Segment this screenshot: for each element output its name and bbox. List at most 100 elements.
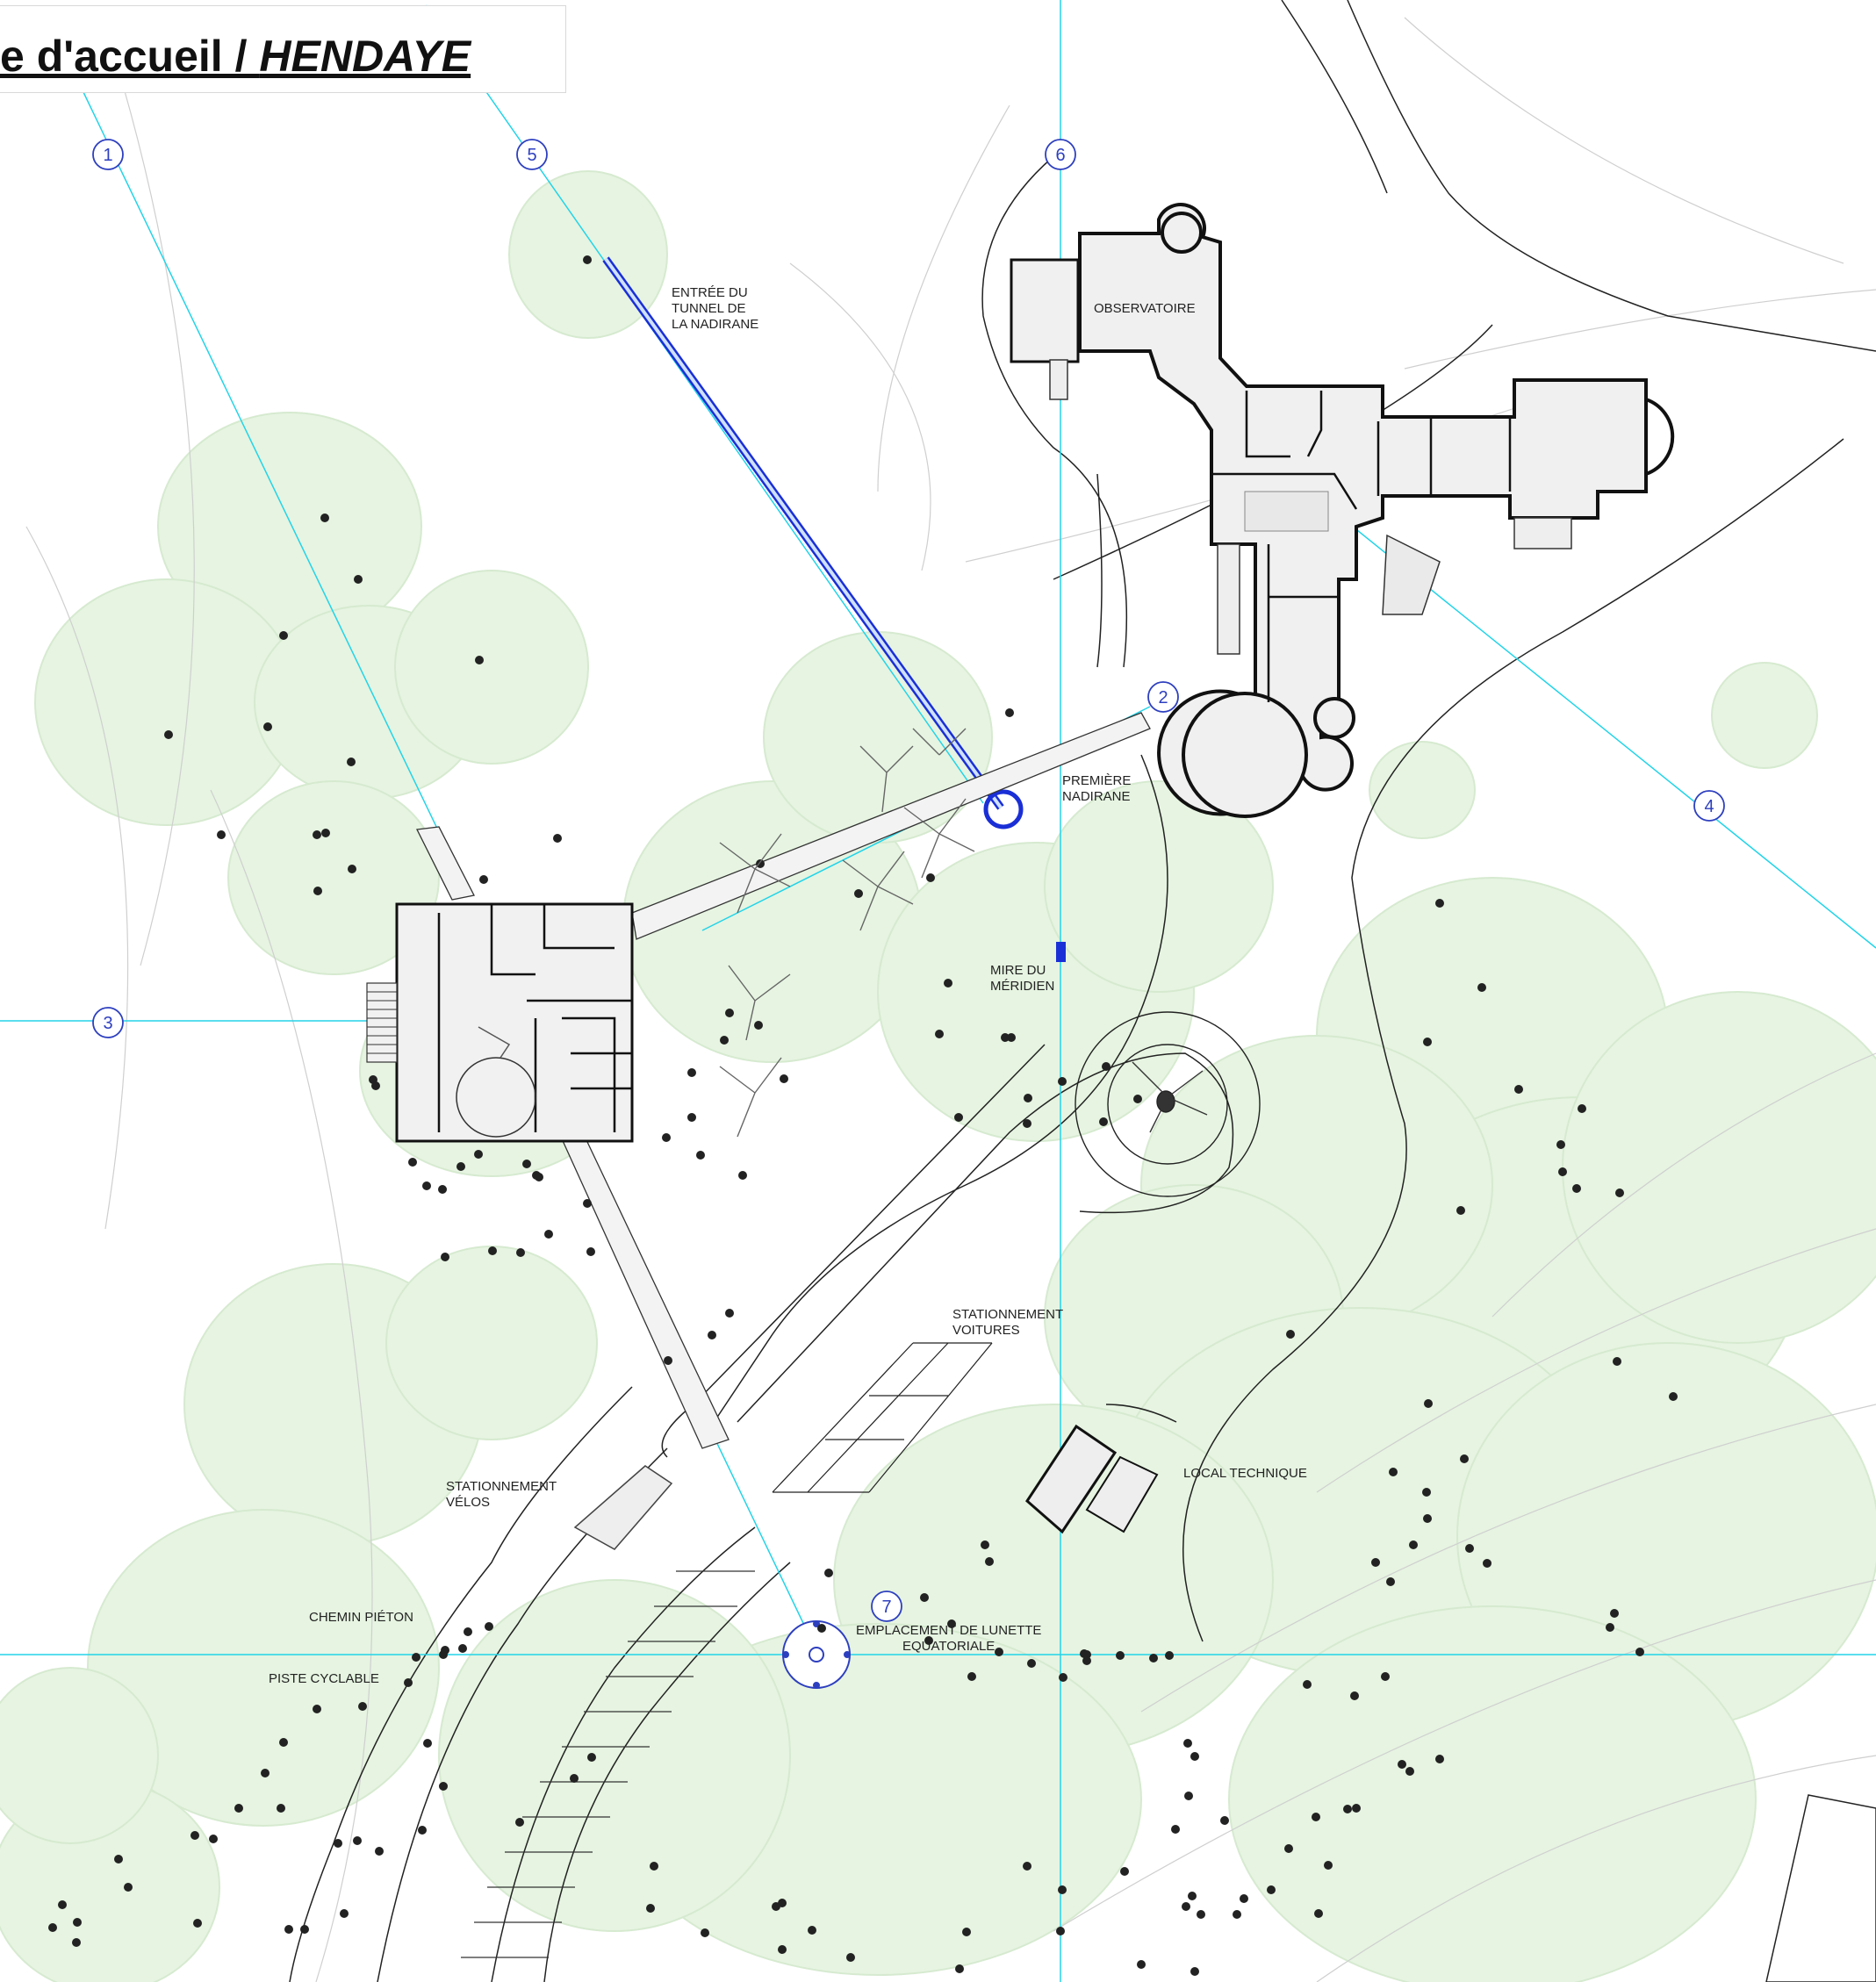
tree-trunk bbox=[1197, 1910, 1205, 1919]
bike-parking bbox=[573, 1465, 673, 1550]
axis-marker-circle bbox=[1147, 681, 1179, 713]
tree-trunk bbox=[263, 722, 272, 731]
tree-trunk bbox=[464, 1627, 472, 1636]
tree-trunk bbox=[1082, 1656, 1091, 1665]
tree-trunk bbox=[72, 1938, 81, 1947]
tree-trunk bbox=[1409, 1540, 1418, 1549]
tree-trunk bbox=[284, 1925, 293, 1934]
tree-trunk bbox=[412, 1653, 420, 1662]
tree-trunk bbox=[662, 1133, 671, 1142]
tree-trunk bbox=[1606, 1623, 1614, 1632]
axis-marker-4: 4 bbox=[1693, 790, 1725, 822]
tree-trunk bbox=[701, 1928, 709, 1937]
tree-trunk bbox=[1056, 1927, 1065, 1935]
label-mire-2: MÉRIDIEN bbox=[990, 979, 1054, 994]
tree-trunk bbox=[475, 656, 484, 664]
tree-trunk bbox=[1386, 1577, 1395, 1586]
axis-marker-label: 7 bbox=[881, 1598, 891, 1617]
labels: ENTRÉE DU TUNNEL DE LA NADIRANE OBSERVAT… bbox=[269, 285, 1307, 1686]
tree-trunk bbox=[981, 1540, 989, 1549]
tree-trunk bbox=[1182, 1902, 1190, 1911]
tree-trunk bbox=[1635, 1648, 1644, 1656]
tree-trunk bbox=[340, 1909, 349, 1918]
tree-trunk bbox=[1059, 1673, 1067, 1682]
tree-trunk bbox=[824, 1569, 833, 1577]
tree-trunk bbox=[114, 1855, 123, 1864]
label-tunnel-1: ENTRÉE DU bbox=[672, 285, 748, 300]
tree-trunk bbox=[1615, 1188, 1624, 1197]
axis-marker-label: 4 bbox=[1704, 797, 1714, 816]
tree-trunk bbox=[947, 1619, 956, 1628]
welcome-building bbox=[366, 902, 634, 1143]
tree-trunk bbox=[817, 1624, 826, 1633]
tree-trunk bbox=[353, 1836, 362, 1845]
premiere-nadirane-marker bbox=[983, 789, 1024, 829]
label-observatoire: OBSERVATOIRE bbox=[1094, 301, 1196, 316]
axis-marker-6: 6 bbox=[1045, 139, 1076, 170]
tree-trunk bbox=[1024, 1094, 1032, 1102]
mire-marker bbox=[1056, 942, 1066, 962]
tree-trunk bbox=[1137, 1960, 1146, 1969]
tree-trunk bbox=[300, 1925, 309, 1934]
tree-trunk bbox=[1324, 1861, 1333, 1870]
tree-trunk bbox=[261, 1769, 270, 1777]
tree-trunk bbox=[313, 887, 322, 895]
tree-trunk bbox=[439, 1650, 448, 1659]
axis-marker-1: 1 bbox=[92, 139, 124, 170]
tree-trunk bbox=[479, 875, 488, 884]
local-technique-building bbox=[1025, 1424, 1159, 1534]
label-tunnel-3: LA NADIRANE bbox=[672, 317, 758, 332]
tree-trunk bbox=[1220, 1816, 1229, 1825]
tree-trunk bbox=[1477, 983, 1486, 992]
nadirane-tunnel bbox=[602, 256, 1066, 962]
label-premiere-2: NADIRANE bbox=[1062, 789, 1131, 804]
tree-trunk bbox=[1424, 1399, 1433, 1408]
tree-trunk bbox=[277, 1804, 285, 1813]
tree-trunk bbox=[441, 1253, 449, 1261]
tree-trunk bbox=[1435, 899, 1444, 908]
tree-trunk bbox=[1389, 1468, 1398, 1476]
tree-trunk bbox=[754, 1021, 763, 1030]
tree-trunk bbox=[738, 1171, 747, 1180]
label-mire-1: MIRE DU bbox=[990, 963, 1046, 978]
label-local-technique: LOCAL TECHNIQUE bbox=[1183, 1466, 1307, 1481]
tree-trunk bbox=[1371, 1558, 1380, 1567]
tree-trunk bbox=[1102, 1062, 1111, 1071]
parking-cars bbox=[772, 1342, 993, 1493]
tree-trunk bbox=[687, 1068, 696, 1077]
tree-trunk bbox=[1613, 1357, 1621, 1366]
tree-trunk bbox=[720, 1036, 729, 1045]
axis-marker-3: 3 bbox=[92, 1007, 124, 1038]
observatoire-building bbox=[1010, 203, 1675, 818]
tree-trunk bbox=[708, 1331, 716, 1339]
bare-trees bbox=[719, 728, 1208, 1138]
tree-trunk bbox=[935, 1030, 944, 1038]
tree-trunk bbox=[1190, 1752, 1199, 1761]
tree-trunk bbox=[439, 1782, 448, 1791]
tree-trunk bbox=[321, 829, 330, 837]
tree-trunk bbox=[1381, 1672, 1390, 1681]
label-piste-cyclable: PISTE CYCLABLE bbox=[269, 1671, 379, 1686]
tree-trunk bbox=[1233, 1910, 1241, 1919]
tree-trunk bbox=[570, 1774, 579, 1783]
tree-trunk bbox=[583, 255, 592, 264]
tree-trunk bbox=[967, 1672, 976, 1681]
tree-trunk bbox=[1456, 1206, 1465, 1215]
label-premiere-1: PREMIÈRE bbox=[1062, 773, 1131, 788]
tree-trunk bbox=[1188, 1892, 1197, 1900]
tree-trunk bbox=[48, 1923, 57, 1932]
road-hatching bbox=[461, 1570, 755, 1958]
tree-trunk bbox=[404, 1678, 413, 1687]
tree-trunk bbox=[190, 1831, 199, 1840]
tree-trunk bbox=[1343, 1805, 1352, 1813]
tree-trunk bbox=[1465, 1544, 1474, 1553]
label-lunette-2: EQUATORIALE bbox=[902, 1639, 995, 1654]
tree-trunk bbox=[962, 1928, 971, 1936]
tree-trunk bbox=[664, 1356, 672, 1365]
tree-trunk bbox=[485, 1622, 493, 1631]
tree-trunk bbox=[920, 1593, 929, 1602]
title-prefix: e d'accueil / bbox=[0, 32, 260, 81]
tree-trunk bbox=[209, 1835, 218, 1843]
tree-trunk bbox=[1286, 1330, 1295, 1339]
